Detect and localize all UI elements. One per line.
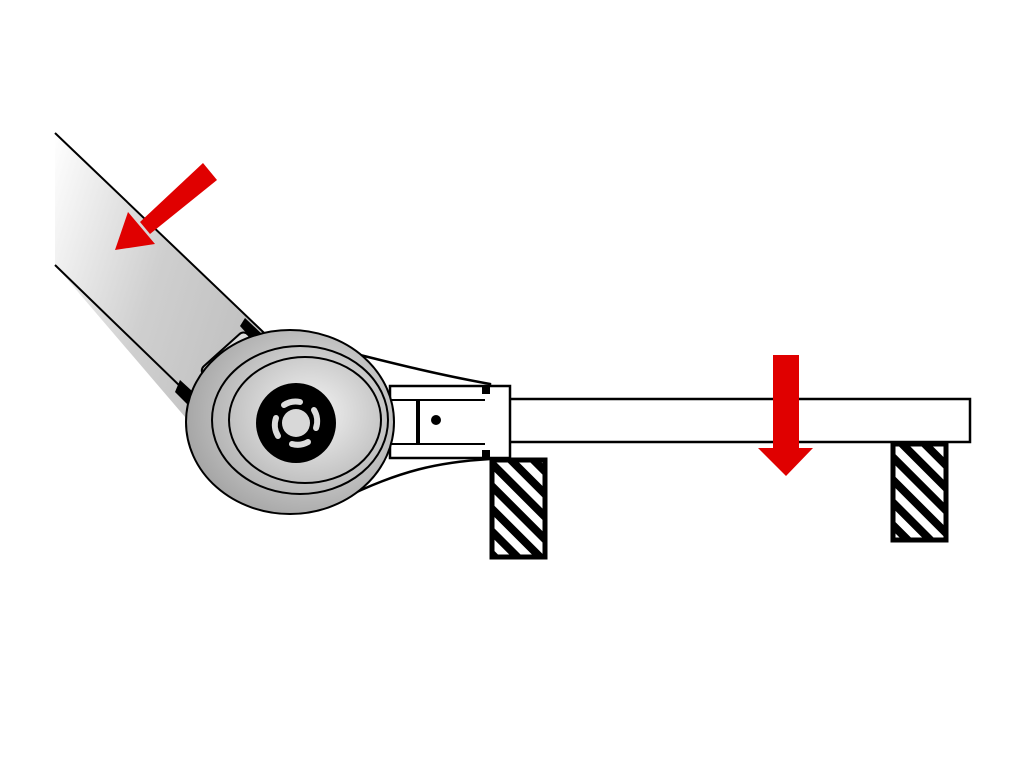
force-arrow-diagonal-icon <box>115 163 217 250</box>
support-block-left <box>489 457 548 560</box>
wrench-collar <box>388 384 512 460</box>
hub-pawls <box>271 398 321 448</box>
support-block-right <box>890 441 949 543</box>
workpiece-bar <box>503 397 972 444</box>
pin-dot <box>431 415 441 425</box>
force-arrow-down-icon <box>758 355 813 476</box>
